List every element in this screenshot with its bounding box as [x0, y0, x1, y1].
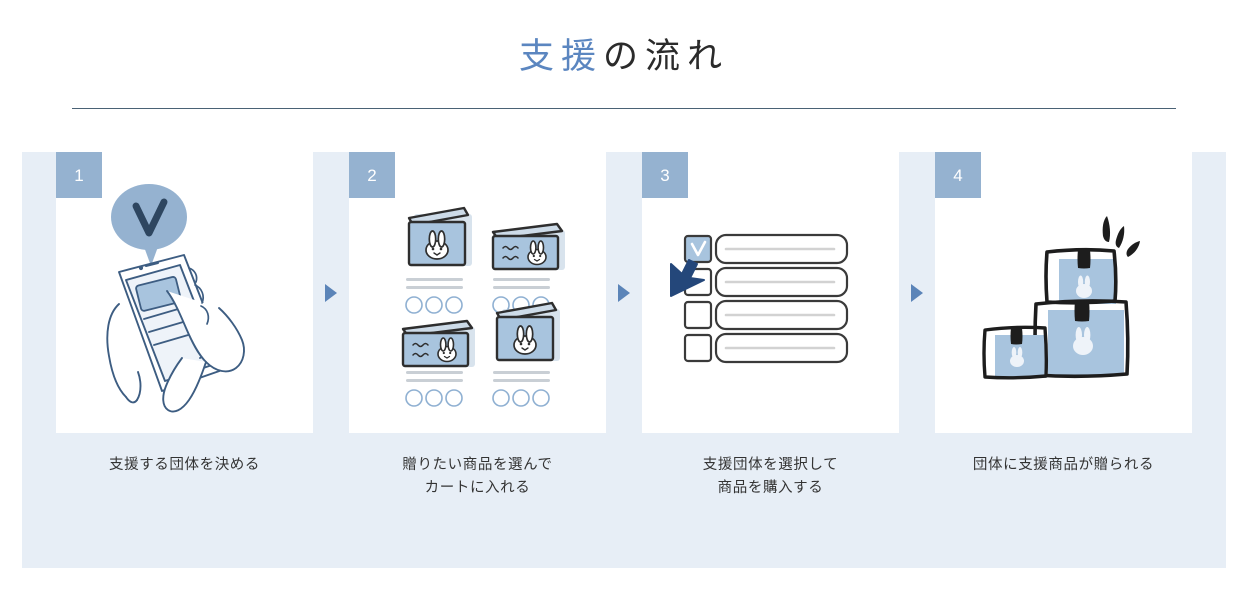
- illustration-hand-holding-phone: [56, 152, 313, 433]
- steps-container: 1 支援する団体を決める: [22, 152, 1226, 568]
- page-title: 支援の流れ: [0, 34, 1248, 80]
- step-4: 4 団体に支援商品が贈られる: [935, 152, 1192, 477]
- sparkle-icon: [1102, 216, 1140, 257]
- page-title-rest: の流れ: [603, 37, 730, 76]
- steps-band: 1 支援する団体を決める: [22, 152, 1226, 568]
- step-1-card: 1: [56, 152, 313, 433]
- step-1-number: 1: [56, 152, 102, 198]
- step-2-caption: 贈りたい商品を選んで カートに入れる: [402, 457, 553, 496]
- step-separator-2: [606, 152, 642, 433]
- step-separator-3: [899, 152, 935, 433]
- step-2-card: 2: [349, 152, 606, 433]
- arrow-right-icon: [618, 283, 630, 302]
- step-separator-1: [313, 152, 349, 433]
- box-top: [1044, 247, 1118, 305]
- box-large: [1033, 299, 1130, 379]
- arrow-right-icon: [911, 283, 923, 302]
- title-divider: [72, 108, 1176, 109]
- step-1-caption: 支援する団体を決める: [109, 457, 260, 473]
- step-2-number: 2: [349, 152, 395, 198]
- step-4-caption: 団体に支援商品が贈られる: [972, 457, 1155, 473]
- illustration-stacked-boxes: [935, 152, 1192, 433]
- step-3: 3 支援団体を選択して 商品を購入する: [642, 152, 899, 500]
- step-3-caption: 支援団体を選択して 商品を購入する: [702, 457, 839, 496]
- step-4-number: 4: [935, 152, 981, 198]
- step-2: 2 贈りたい商品を選んで カートに入れる: [349, 152, 606, 500]
- illustration-checkbox-list: [642, 152, 899, 433]
- cursor-arrow-icon: [670, 259, 705, 297]
- box-small: [982, 325, 1049, 380]
- page-title-accent: 支援: [518, 37, 603, 76]
- step-3-card: 3: [642, 152, 899, 433]
- arrow-right-icon: [325, 283, 337, 302]
- step-3-number: 3: [642, 152, 688, 198]
- step-1: 1 支援する団体を決める: [56, 152, 313, 477]
- step-4-card: 4: [935, 152, 1192, 433]
